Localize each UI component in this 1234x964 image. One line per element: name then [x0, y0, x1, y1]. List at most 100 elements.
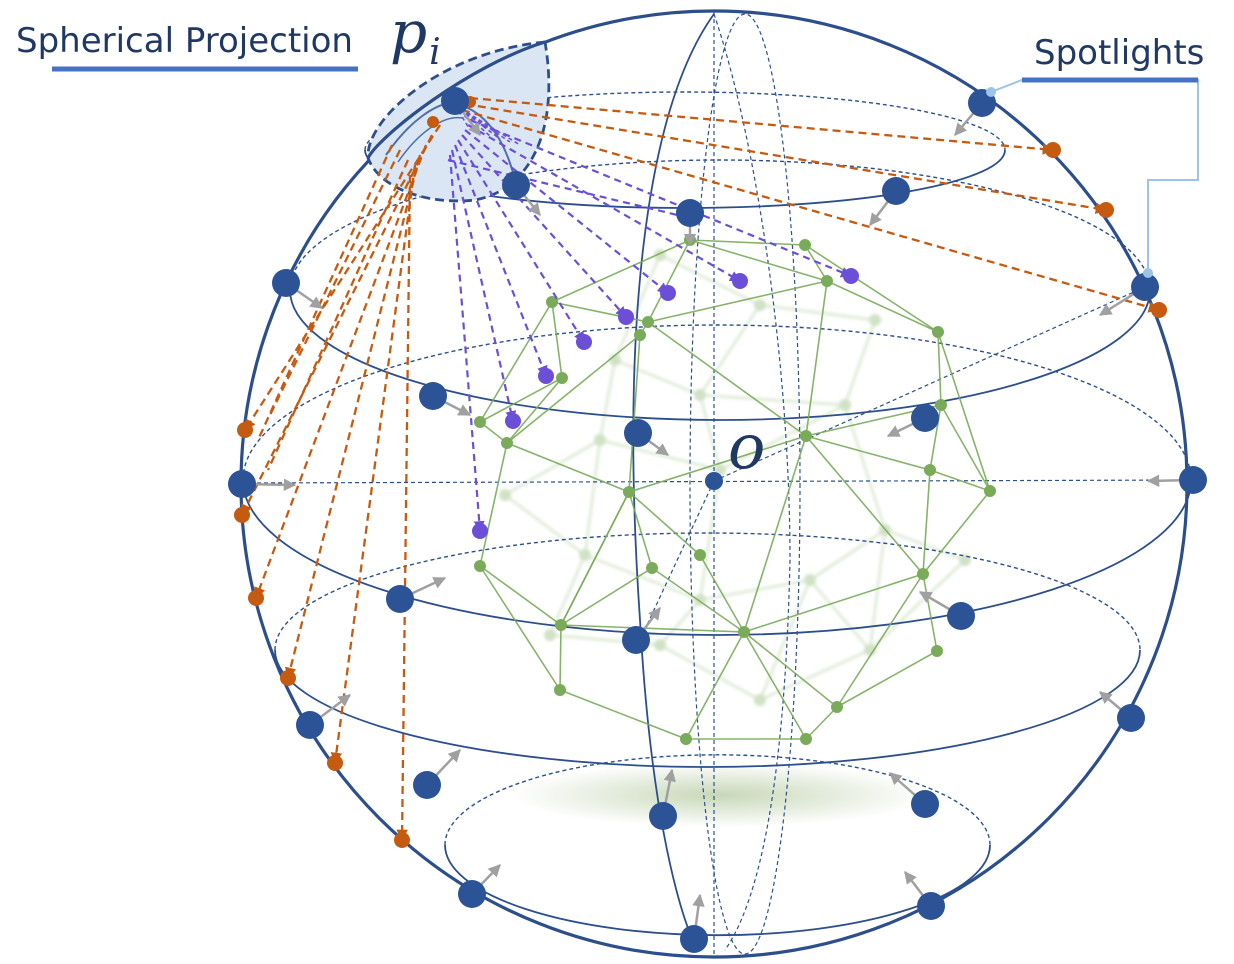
mesh-edge	[699, 554, 745, 633]
meridian-front	[632, 13, 715, 947]
purple-projected-point	[660, 285, 676, 301]
mesh-back-edge	[699, 394, 846, 406]
spotlight-node	[622, 626, 650, 654]
spherical-projection-label: Spherical Projection	[16, 21, 353, 61]
purple-projected-point	[538, 368, 554, 384]
radius-to-spotlight	[713, 286, 1146, 482]
meridian-back	[713, 13, 791, 951]
purple-fan-line	[454, 104, 521, 146]
mesh-edge	[647, 321, 807, 437]
mesh-node	[546, 296, 558, 308]
mesh-back-edge	[809, 579, 871, 651]
mesh-edge	[805, 435, 924, 575]
mesh-back-edge	[869, 559, 966, 651]
mesh-edge	[651, 567, 745, 633]
ring-5-front	[444, 844, 991, 937]
spotlight-node	[649, 802, 677, 830]
mesh-node	[642, 316, 654, 328]
mesh-back-node	[864, 644, 876, 656]
mesh-node	[623, 486, 635, 498]
mesh-edge	[922, 469, 931, 575]
purple-ray	[469, 118, 853, 278]
mesh-edge	[628, 491, 701, 556]
mesh-node	[554, 684, 566, 696]
mesh-edge	[647, 239, 691, 323]
mesh-back-node	[694, 389, 706, 401]
mesh-back-edge	[699, 304, 761, 396]
mesh-node	[924, 464, 936, 476]
purple-fan-line	[454, 104, 471, 131]
mesh-back-edge	[614, 359, 701, 396]
spotlight-node	[680, 925, 708, 953]
mesh-edge	[805, 435, 931, 471]
mesh-back-node	[804, 574, 816, 586]
spotlight-node	[1179, 466, 1207, 494]
mesh-back-node	[839, 399, 851, 411]
orange-ray	[254, 144, 428, 600]
spotlight-node	[911, 790, 939, 818]
purple-ray	[461, 134, 627, 318]
mesh-edge	[743, 435, 807, 633]
mesh-edge	[929, 404, 942, 471]
purple-ray	[453, 144, 548, 378]
mesh-back-edge	[584, 439, 601, 556]
mesh-back-edge	[699, 469, 721, 601]
mesh-back-node	[654, 639, 666, 651]
mesh-edge	[560, 567, 653, 626]
purple-ray	[448, 154, 485, 533]
orange-projected-point	[1151, 302, 1167, 318]
ring-2-back	[289, 159, 1151, 291]
mesh-edge	[628, 435, 807, 493]
mesh-back-edge	[759, 304, 876, 321]
orange-ray	[461, 108, 1161, 313]
p-letter: p	[390, 0, 427, 66]
mesh-edge	[506, 334, 641, 444]
orange-ray	[396, 174, 412, 842]
mesh-edge	[804, 244, 828, 282]
mesh-edge	[506, 442, 630, 493]
mesh-edge	[804, 244, 939, 333]
mesh-edge	[929, 469, 991, 492]
mesh-edge	[560, 624, 745, 633]
mesh-back-edge	[599, 439, 721, 471]
spotlight-node	[1131, 273, 1159, 301]
ring-4-front	[274, 649, 1141, 768]
mesh-edge	[551, 301, 563, 379]
orange-cap-point	[427, 116, 439, 128]
purple-ray	[464, 129, 669, 294]
mesh-node	[501, 437, 513, 449]
purple-projected-point	[618, 309, 634, 325]
spotlight-node	[458, 880, 486, 908]
mesh-edge	[836, 573, 924, 708]
spotlight-node	[676, 199, 704, 227]
mesh-node	[800, 733, 812, 745]
ring-5-back	[444, 754, 991, 846]
spotlight-node	[947, 602, 975, 630]
mesh-edge	[937, 331, 942, 406]
mesh-edge	[479, 565, 561, 691]
mesh-edge	[560, 491, 630, 626]
mesh-back-node	[594, 434, 606, 446]
ring-2-front	[289, 289, 1151, 421]
mesh-edge	[743, 631, 838, 708]
spotlights	[228, 87, 1207, 953]
mesh-edge	[559, 689, 687, 740]
ring-equator-back	[242, 324, 1192, 481]
spotlight-node	[882, 177, 910, 205]
mesh-back-edge	[699, 394, 721, 471]
purple-projected-point	[732, 273, 748, 289]
mesh-edge	[506, 377, 563, 444]
purple-ray	[467, 124, 741, 282]
mesh-back-edge	[659, 599, 701, 646]
mesh-back-edge	[549, 554, 586, 636]
ring-4-back	[274, 532, 1141, 651]
mesh-back-node	[579, 549, 591, 561]
orange-projected-point	[1045, 142, 1061, 158]
spotlight-node	[1117, 704, 1145, 732]
mesh-node	[556, 372, 568, 384]
radius-lower	[639, 480, 715, 641]
purple-ray	[450, 149, 517, 423]
mesh-edge	[922, 490, 991, 575]
orange-projected-point	[394, 832, 410, 848]
